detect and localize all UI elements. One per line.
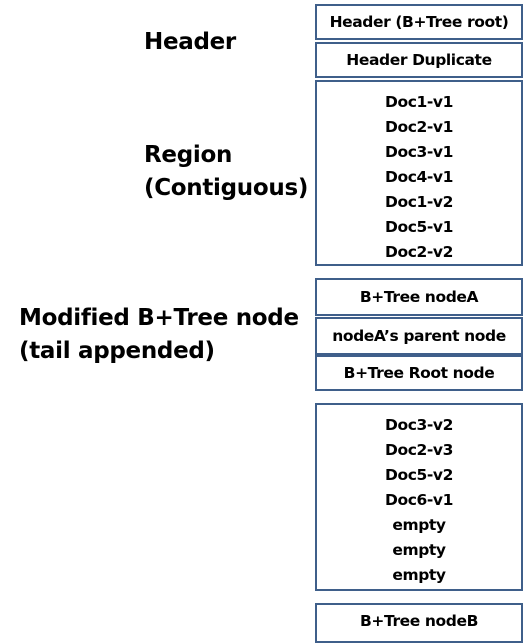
doc-entry: Doc5-v2	[384, 466, 453, 484]
btree-node-b-text: B+Tree nodeB	[359, 612, 479, 630]
btree-root-node-text: B+Tree Root node	[343, 364, 495, 382]
empty-entry: empty	[392, 541, 446, 559]
modified-node-label-line1: Modified B+Tree node	[19, 305, 299, 331]
doc-entry: Doc2-v3	[384, 441, 453, 459]
btree-node-a-text: B+Tree nodeA	[359, 288, 479, 306]
doc-entry: Doc1-v1	[384, 93, 453, 111]
empty-entry: empty	[392, 566, 446, 584]
region-box: Doc1-v1 Doc2-v1 Doc3-v1 Doc4-v1 Doc1-v2 …	[315, 80, 523, 266]
doc-entry: Doc2-v2	[384, 243, 453, 261]
header-duplicate-text: Header Duplicate	[346, 51, 492, 69]
doc-entry: Doc6-v1	[384, 491, 453, 509]
btree-node-a-box: B+Tree nodeA	[315, 278, 523, 316]
region-label: Region (Contiguous)	[144, 139, 308, 205]
btree-node-b-box: B+Tree nodeB	[315, 603, 523, 643]
doc-entry: Doc3-v2	[384, 416, 453, 434]
region-label-line1: Region	[144, 142, 233, 168]
header-label: Header	[144, 26, 236, 59]
header-label-text: Header	[144, 29, 236, 55]
header-duplicate-box: Header Duplicate	[315, 42, 523, 78]
doc-entry: Doc3-v1	[384, 143, 453, 161]
doc-entry: Doc5-v1	[384, 218, 453, 236]
header-root-box: Header (B+Tree root)	[315, 4, 523, 40]
modified-node-label-line2: (tail appended)	[19, 338, 215, 364]
node-a-parent-text: nodeA’s parent node	[332, 327, 506, 345]
region2-box: Doc3-v2 Doc2-v3 Doc5-v2 Doc6-v1 empty em…	[315, 403, 523, 591]
modified-node-label: Modified B+Tree node (tail appended)	[19, 302, 299, 368]
doc-entry: Doc1-v2	[384, 193, 453, 211]
empty-entry: empty	[392, 516, 446, 534]
doc-entry: Doc2-v1	[384, 118, 453, 136]
header-root-text: Header (B+Tree root)	[329, 13, 509, 31]
node-a-parent-box: nodeA’s parent node	[315, 317, 523, 355]
doc-entry: Doc4-v1	[384, 168, 453, 186]
region-label-line2: (Contiguous)	[144, 175, 309, 201]
btree-root-node-box: B+Tree Root node	[315, 355, 523, 391]
